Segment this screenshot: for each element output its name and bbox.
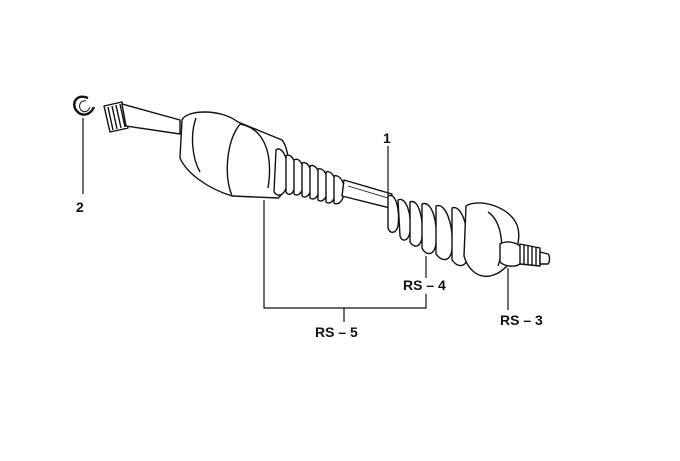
circlip-ring	[73, 95, 96, 116]
inner-joint-housing	[179, 111, 290, 199]
outer-cv-joint	[463, 202, 523, 277]
callout-ring: 2	[76, 199, 84, 215]
callout-outer-joint: RS – 3	[500, 312, 543, 328]
outer-spline-stub	[519, 243, 551, 267]
inner-boot	[273, 148, 346, 205]
callout-outer-boot: RS – 4	[403, 277, 446, 293]
callout-shaft: 1	[383, 130, 391, 146]
axle-shaft	[341, 179, 393, 209]
outer-boot	[387, 194, 470, 267]
callout-boot-set: RS – 5	[315, 324, 358, 340]
leader-bracket-boot-set	[263, 200, 427, 309]
inner-spline-stub	[103, 101, 181, 135]
